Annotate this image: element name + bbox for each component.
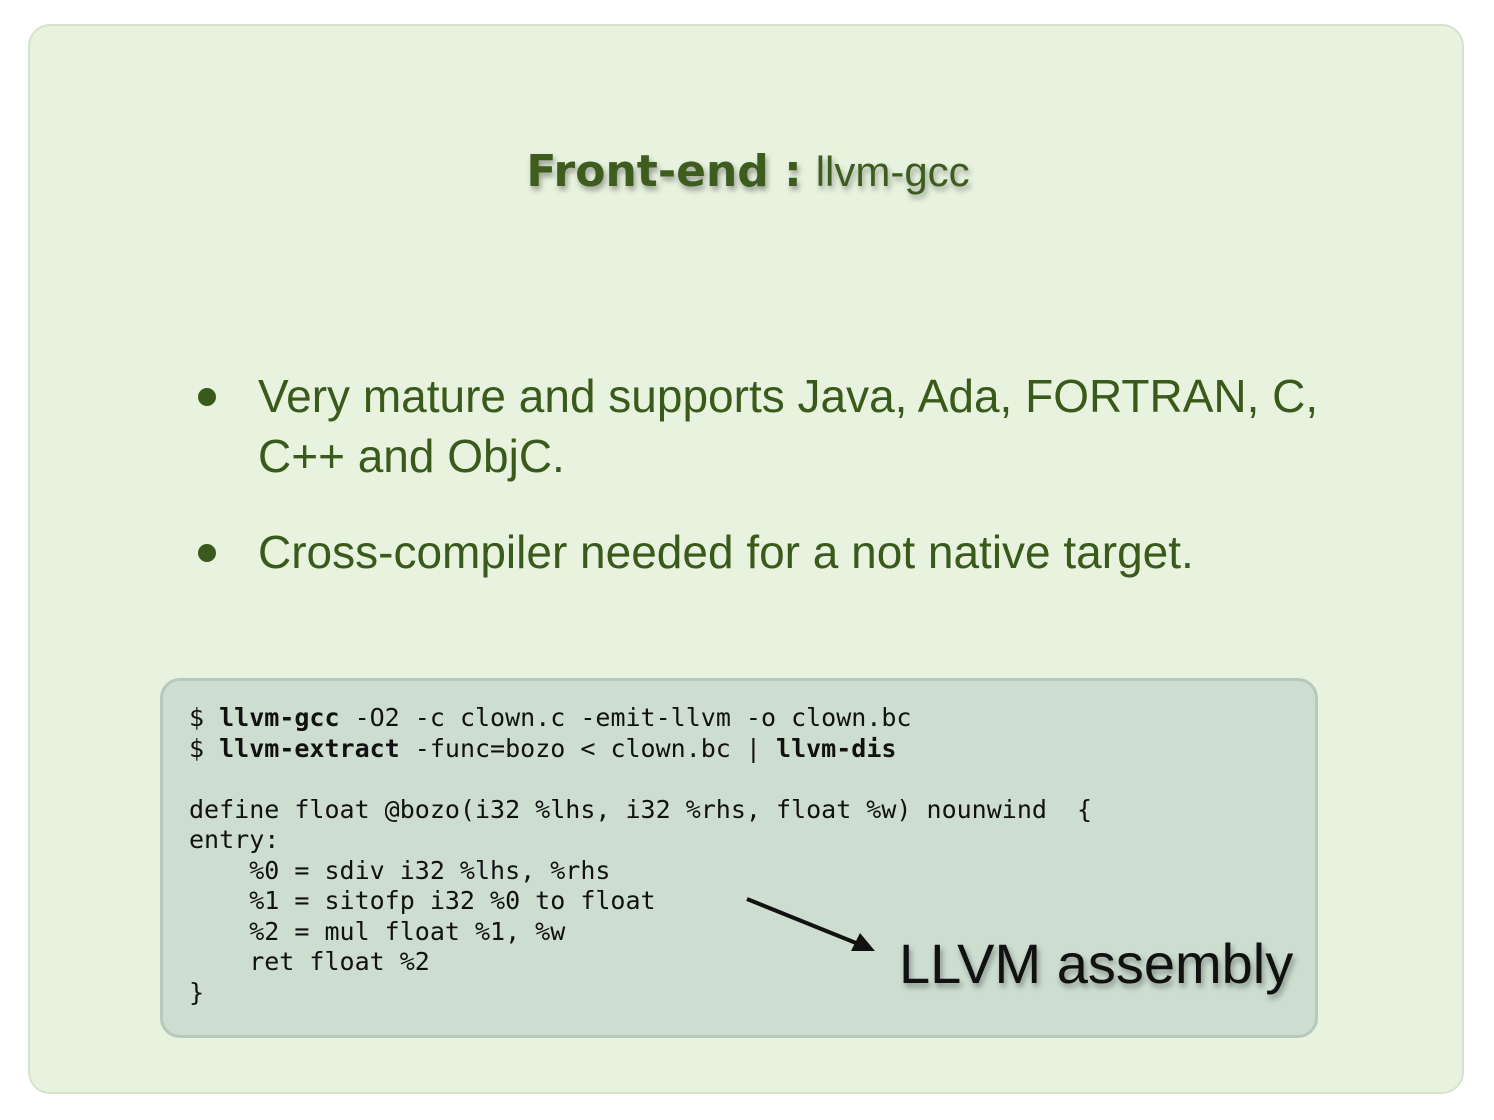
code-line: %0 = sdiv i32 %lhs, %rhs: [189, 855, 611, 885]
title-normal: llvm-gcc: [815, 148, 970, 195]
code-line: %2 = mul float %1, %w: [189, 916, 566, 946]
bullet-dot-icon: [198, 388, 216, 406]
title-bold: Front-end :: [526, 146, 802, 197]
code-args: -O2 -c clown.c -emit-llvm -o clown.bc: [339, 703, 912, 732]
code-line: ret float %2: [189, 947, 430, 976]
bullet-item: Very mature and supports Java, Ada, FORT…: [190, 366, 1340, 486]
slide: Front-end : llvm-gcc Very mature and sup…: [28, 24, 1464, 1094]
code-line: entry:: [189, 825, 280, 854]
bullet-text: Cross-compiler needed for a not native t…: [258, 526, 1194, 578]
annotation-label: LLVM assembly: [899, 932, 1294, 995]
code-line: }: [189, 977, 205, 1007]
code-tool: llvm-dis: [776, 733, 897, 763]
code-tool: llvm-gcc: [219, 703, 340, 732]
bullet-dot-icon: [198, 544, 216, 562]
bullet-text: Very mature and supports Java, Ada, FORT…: [258, 370, 1319, 482]
code-prompt: $: [189, 733, 220, 763]
code-prompt: $: [189, 703, 220, 732]
code-block: $ llvm-gcc -O2 -c clown.c -emit-llvm -o …: [160, 678, 1318, 1038]
slide-title: Front-end : llvm-gcc: [30, 146, 1466, 197]
arrow-icon: [746, 897, 875, 951]
bullet-item: Cross-compiler needed for a not native t…: [190, 522, 1340, 582]
code-text: $ llvm-gcc -O2 -c clown.c -emit-llvm -o …: [189, 703, 1092, 1008]
code-line: %1 = sitofp i32 %0 to float: [189, 886, 656, 915]
code-tool: llvm-extract: [219, 733, 400, 763]
bullet-list: Very mature and supports Java, Ada, FORT…: [190, 366, 1340, 618]
code-line: define float @bozo(i32 %lhs, i32 %rhs, f…: [189, 794, 1093, 824]
code-args: -func=bozo < clown.bc |: [399, 733, 777, 763]
